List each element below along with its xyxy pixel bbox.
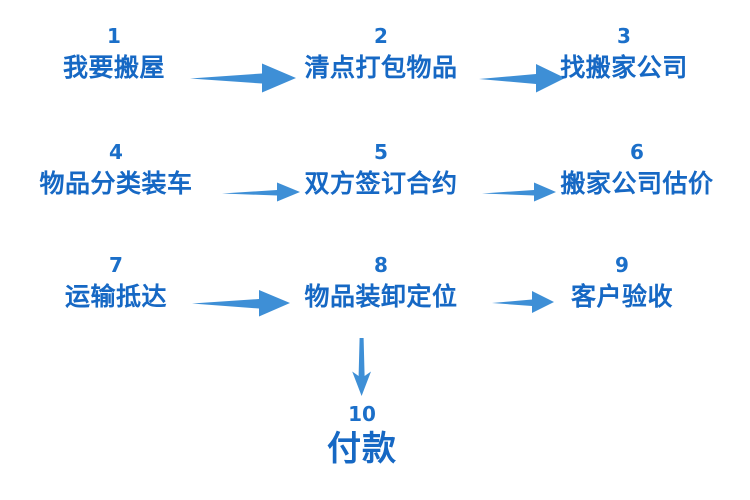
step-label-3: 找搬家公司: [560, 53, 688, 82]
step-label-10: 付款: [327, 429, 397, 469]
step-node-9[interactable]: 9 客户验收: [571, 255, 673, 310]
step-label-6: 搬家公司估价: [560, 169, 714, 198]
step-node-3[interactable]: 3 找搬家公司: [560, 26, 688, 81]
step-number-1: 1: [107, 24, 121, 48]
arrow-step7-to-step8: [192, 288, 290, 318]
step-number-10: 10: [348, 402, 376, 426]
step-number-6: 6: [630, 140, 644, 164]
step-label-1: 我要搬屋: [62, 53, 166, 82]
step-label-8: 物品装卸定位: [304, 282, 458, 311]
step-node-7[interactable]: 7 运输抵达: [65, 255, 167, 310]
arrow-step2-to-step3: [479, 62, 565, 94]
step-label-2: 清点打包物品: [304, 53, 458, 82]
step-node-6[interactable]: 6 搬家公司估价: [560, 142, 713, 197]
step-node-5[interactable]: 5 双方签订合约: [304, 142, 457, 197]
step-number-3: 3: [617, 24, 631, 48]
step-number-7: 7: [109, 253, 123, 277]
arrow-step8-to-step9: [492, 289, 554, 315]
step-label-4: 物品分类装车: [39, 169, 193, 198]
step-node-4[interactable]: 4 物品分类装车: [39, 142, 192, 197]
step-number-2: 2: [374, 24, 388, 48]
step-number-9: 9: [615, 253, 629, 277]
step-number-5: 5: [374, 140, 388, 164]
arrow-step8-to-step10: [348, 338, 376, 396]
step-label-5: 双方签订合约: [304, 169, 458, 198]
step-number-8: 8: [374, 253, 388, 277]
arrow-step5-to-step6: [482, 180, 556, 204]
step-node-10[interactable]: 10 付款: [327, 404, 397, 468]
arrow-step4-to-step5: [222, 180, 300, 204]
step-node-8[interactable]: 8 物品装卸定位: [304, 255, 457, 310]
step-label-9: 客户验收: [570, 282, 674, 311]
arrow-step1-to-step2: [190, 62, 296, 94]
step-node-1[interactable]: 1 我要搬屋: [63, 26, 165, 81]
step-label-7: 运输抵达: [64, 282, 168, 311]
step-number-4: 4: [109, 140, 123, 164]
step-node-2[interactable]: 2 清点打包物品: [304, 26, 457, 81]
